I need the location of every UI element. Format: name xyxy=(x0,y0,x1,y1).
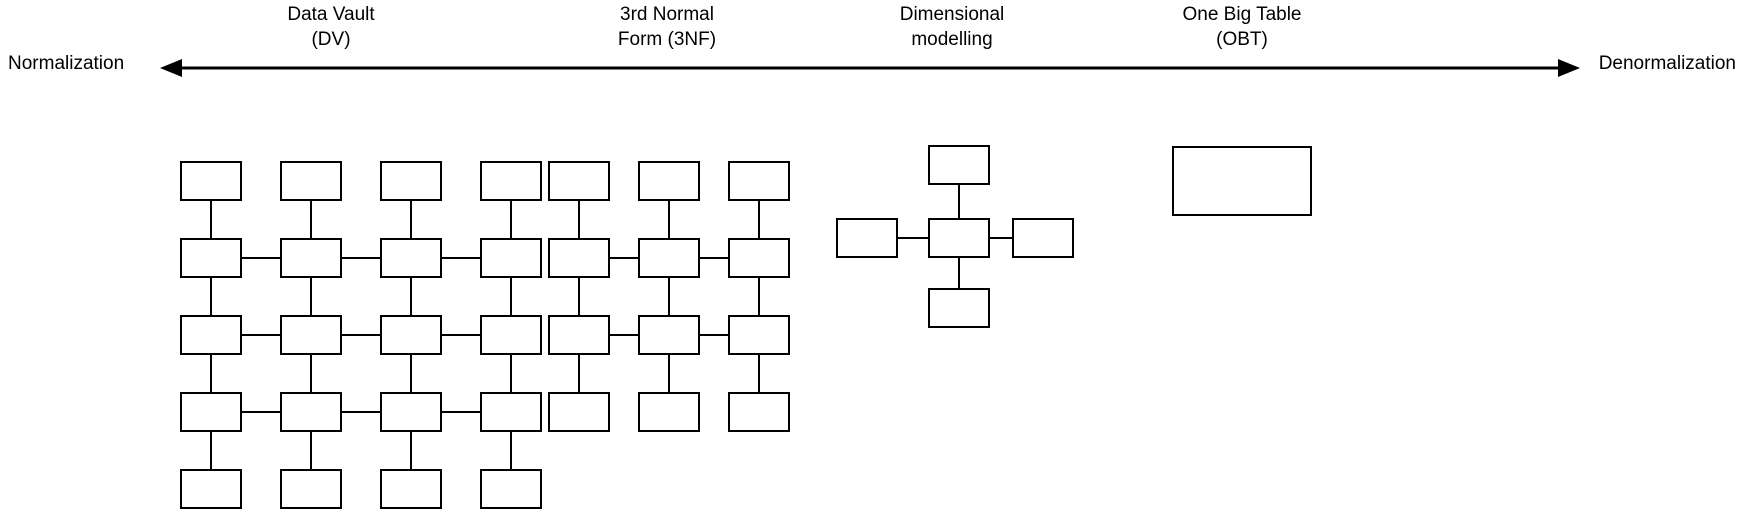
entity-box xyxy=(728,315,790,355)
connector-line-horizontal xyxy=(442,257,480,259)
entity-box xyxy=(380,238,442,278)
entity-box xyxy=(728,161,790,201)
bottom-satellite-box xyxy=(928,288,990,328)
connector-line-horizontal xyxy=(610,257,638,259)
entity-box xyxy=(638,161,700,201)
connector-line-vertical xyxy=(310,432,312,469)
column-label-data-vault: Data Vault (DV) xyxy=(287,4,375,50)
connector-line-horizontal xyxy=(342,411,380,413)
entity-box xyxy=(280,238,342,278)
connector-line-vertical xyxy=(410,201,412,238)
axis-left-label: Normalization xyxy=(8,53,125,74)
connector-line-horizontal xyxy=(242,334,280,336)
connector-line-horizontal xyxy=(342,334,380,336)
connector-line-vertical xyxy=(210,278,212,315)
connector-line-vertical xyxy=(668,201,670,238)
connector-line-vertical xyxy=(210,432,212,469)
connector-line-vertical xyxy=(510,432,512,469)
entity-box xyxy=(480,392,542,432)
entity-box xyxy=(280,392,342,432)
connector-line-vertical xyxy=(210,355,212,392)
connector-line-vertical xyxy=(668,355,670,392)
connector-line-vertical xyxy=(410,355,412,392)
entity-box xyxy=(480,469,542,509)
axis-right-label: Denormalization xyxy=(1598,53,1736,74)
entity-box xyxy=(728,392,790,432)
entity-box xyxy=(638,315,700,355)
entity-box xyxy=(548,161,610,201)
entity-box xyxy=(280,469,342,509)
entity-box xyxy=(548,238,610,278)
entity-box xyxy=(280,161,342,201)
connector-line-horizontal xyxy=(442,334,480,336)
entity-box xyxy=(480,238,542,278)
entity-box xyxy=(480,315,542,355)
connector-line-horizontal xyxy=(700,257,728,259)
entity-box xyxy=(380,469,442,509)
connector-line-vertical xyxy=(578,355,580,392)
connector-line-vertical xyxy=(758,278,760,315)
connector-line-horizontal xyxy=(610,334,638,336)
entity-box xyxy=(180,315,242,355)
column-label-dimensional-modelling: Dimensional modelling xyxy=(899,4,1005,50)
connector-line-vertical xyxy=(410,278,412,315)
connector-line-vertical xyxy=(758,201,760,238)
entity-box xyxy=(380,315,442,355)
entity-box xyxy=(380,161,442,201)
connector-line-vertical xyxy=(510,355,512,392)
double-headed-arrow-icon xyxy=(160,59,1580,77)
one-big-table-box xyxy=(1172,146,1312,216)
connector-line-vertical xyxy=(410,432,412,469)
connector-line-horizontal xyxy=(898,237,928,239)
connector-line-vertical xyxy=(668,278,670,315)
entity-box xyxy=(280,315,342,355)
right-satellite-box xyxy=(1012,218,1074,258)
connector-line-horizontal xyxy=(242,411,280,413)
connector-line-vertical xyxy=(958,185,960,218)
entity-box xyxy=(180,238,242,278)
connector-line-vertical xyxy=(310,355,312,392)
column-label-third-normal-form: 3rd Normal Form (3NF) xyxy=(617,4,717,50)
entity-box xyxy=(728,238,790,278)
connector-line-vertical xyxy=(510,278,512,315)
entity-box xyxy=(548,315,610,355)
connector-line-vertical xyxy=(758,355,760,392)
connector-line-vertical xyxy=(210,201,212,238)
entity-box xyxy=(180,469,242,509)
connector-line-vertical xyxy=(958,258,960,288)
top-satellite-box xyxy=(928,145,990,185)
connector-line-horizontal xyxy=(700,334,728,336)
entity-box xyxy=(480,161,542,201)
entity-box xyxy=(180,392,242,432)
connector-line-horizontal xyxy=(442,411,480,413)
connector-line-vertical xyxy=(310,278,312,315)
entity-box xyxy=(548,392,610,432)
connector-line-vertical xyxy=(578,278,580,315)
connector-line-horizontal xyxy=(342,257,380,259)
connector-line-horizontal xyxy=(990,237,1012,239)
fact-table-box xyxy=(928,218,990,258)
entity-box xyxy=(380,392,442,432)
entity-box xyxy=(638,392,700,432)
entity-box xyxy=(180,161,242,201)
column-label-one-big-table: One Big Table (OBT) xyxy=(1182,4,1302,50)
entity-box xyxy=(638,238,700,278)
connector-line-vertical xyxy=(510,201,512,238)
connector-line-vertical xyxy=(578,201,580,238)
connector-line-horizontal xyxy=(242,257,280,259)
left-satellite-box xyxy=(836,218,898,258)
connector-line-vertical xyxy=(310,201,312,238)
